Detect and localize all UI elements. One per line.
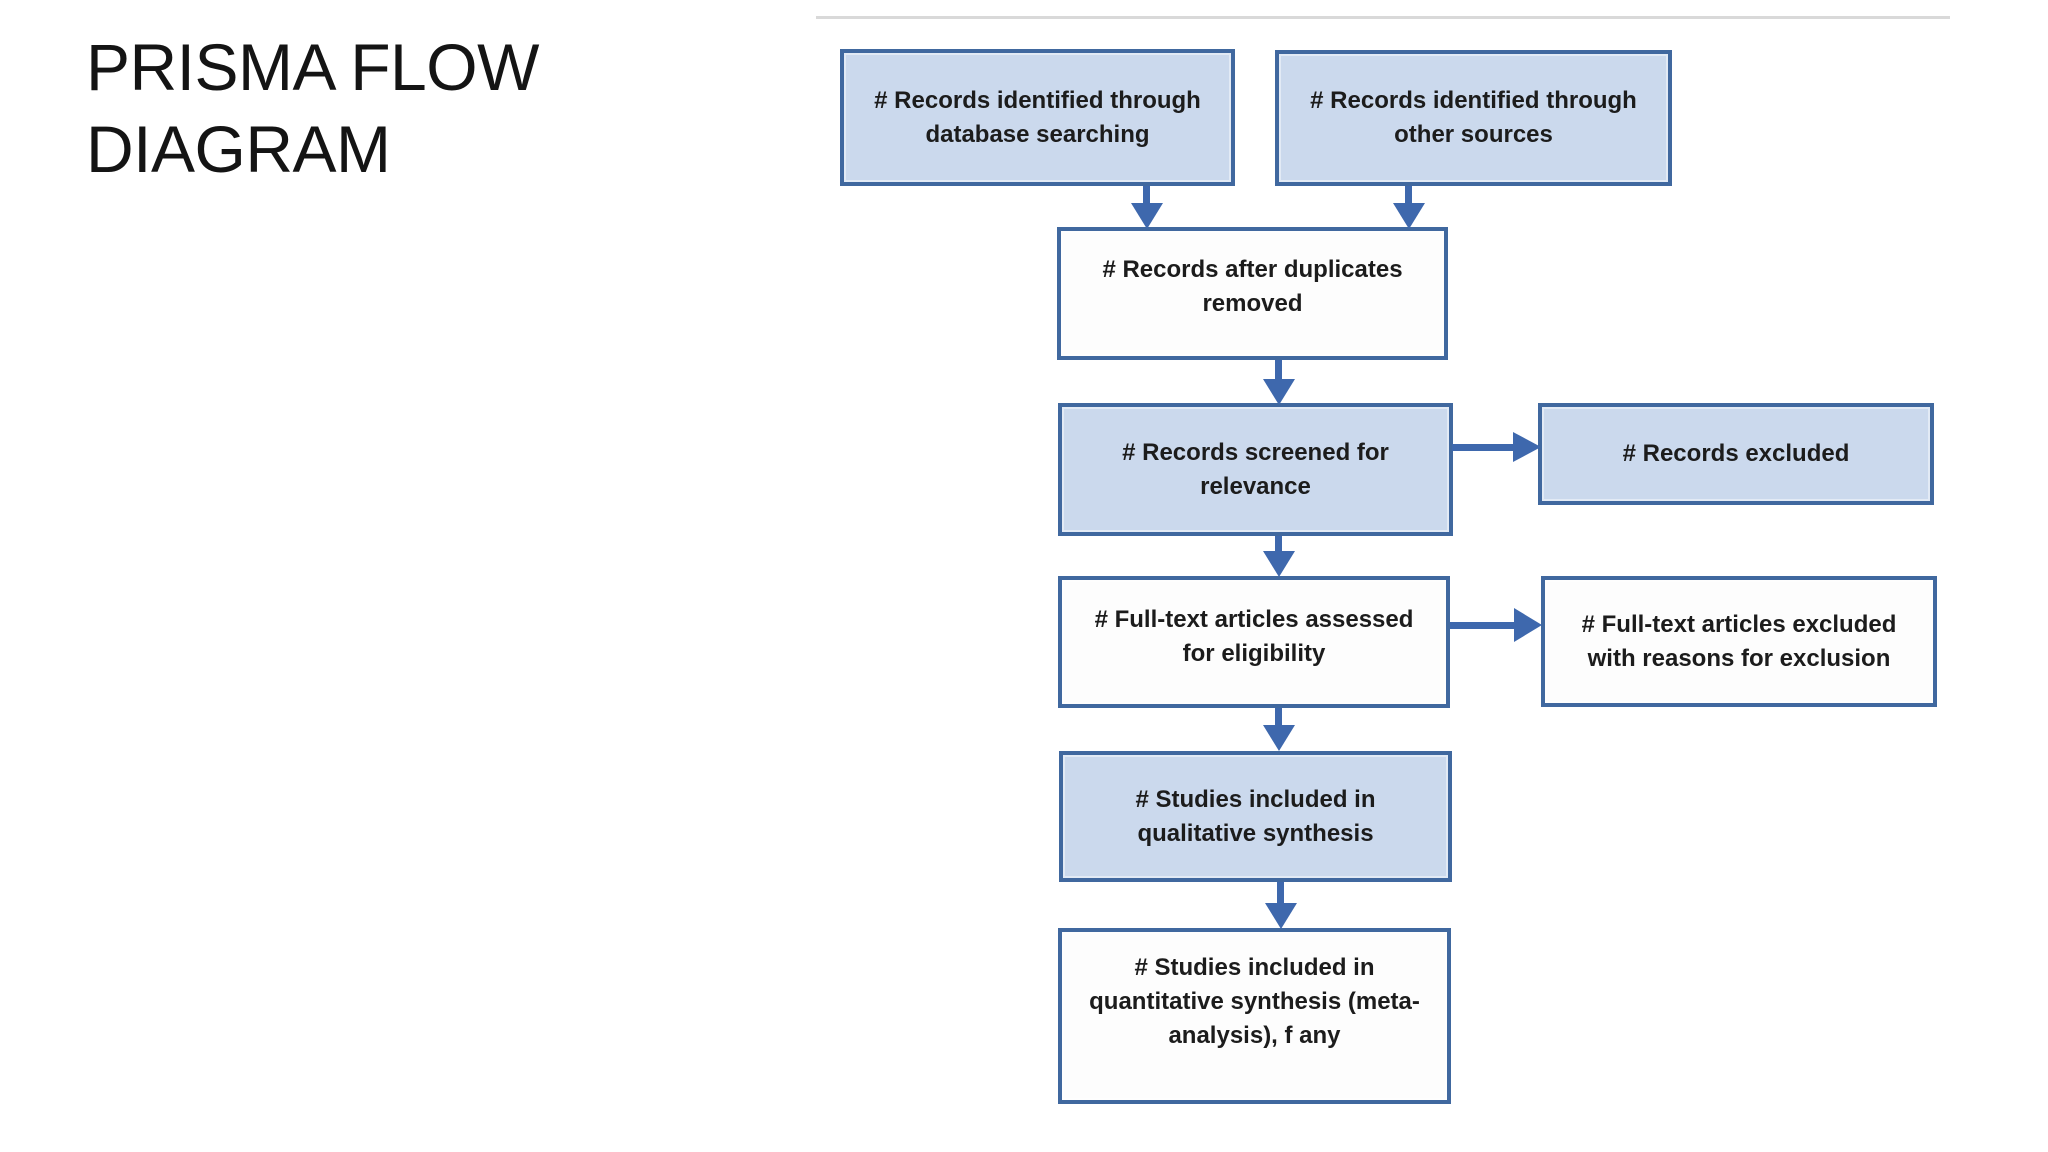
arrow-head-icon (1265, 903, 1297, 929)
node-label-line: analysis), f any (1168, 1022, 1341, 1049)
node-label-line: # Records screened for (1122, 438, 1389, 466)
arrow-head-icon (1514, 608, 1542, 642)
arrow-screened-to-excluded (1452, 432, 1541, 462)
node-label-line: for eligibility (1182, 640, 1326, 667)
arrow-stem (1405, 186, 1412, 203)
arrow-database-to-duplicates (1131, 186, 1163, 229)
flow-node-records-excluded: # Records excluded (1538, 403, 1934, 505)
arrow-fulltext-to-qualitative (1263, 708, 1295, 751)
node-label-line: # Records identified through (874, 86, 1201, 114)
node-label-line: quantitative synthesis (meta- (1089, 988, 1420, 1015)
page-title: PRISMA FLOW DIAGRAM (86, 26, 539, 190)
page-title-line-2: DIAGRAM (86, 112, 391, 186)
node-label-line: with reasons for exclusion (1587, 644, 1891, 672)
arrow-qualitative-to-quantitative (1265, 882, 1297, 929)
node-label-line: database searching (925, 120, 1150, 148)
arrow-screened-to-fulltext (1263, 536, 1295, 577)
arrow-other-sources-to-duplicates (1393, 186, 1425, 229)
node-label-line: relevance (1200, 472, 1311, 500)
flow-node-duplicates-removed: # Records after duplicates removed (1057, 227, 1448, 360)
arrow-stem (1275, 360, 1282, 379)
node-label-line: # Studies included in (1134, 954, 1375, 981)
node-label-line: # Full-text articles excluded (1581, 610, 1897, 638)
flow-node-records-database-searching: # Records identified through database se… (840, 49, 1235, 186)
node-label-line: qualitative synthesis (1137, 819, 1374, 847)
arrow-head-icon (1263, 551, 1295, 577)
node-label-line: # Records excluded (1622, 440, 1850, 467)
flow-node-qualitative-synthesis: # Studies included in qualitative synthe… (1059, 751, 1452, 882)
node-label-line: # Records after duplicates (1102, 255, 1403, 283)
arrow-stem (1275, 536, 1282, 551)
arrow-fulltext-to-fulltext-excluded (1450, 608, 1542, 642)
flow-node-fulltext-excluded: # Full-text articles excluded with reaso… (1541, 576, 1937, 707)
arrow-head-icon (1513, 432, 1541, 462)
arrow-head-icon (1263, 725, 1295, 751)
arrow-stem (1275, 708, 1282, 725)
node-label-line: # Studies included in (1135, 785, 1376, 813)
flow-node-records-other-sources: # Records identified through other sourc… (1275, 50, 1672, 186)
arrow-stem (1452, 444, 1513, 451)
node-label-line: other sources (1394, 121, 1553, 148)
flow-node-quantitative-synthesis: # Studies included in quantitative synth… (1058, 928, 1451, 1104)
page-title-line-1: PRISMA FLOW (86, 30, 539, 104)
arrow-head-icon (1393, 203, 1425, 229)
node-label-line: # Records identified through (1310, 87, 1637, 114)
arrow-head-icon (1263, 379, 1295, 405)
flow-node-records-screened: # Records screened for relevance (1058, 403, 1453, 536)
top-divider (816, 16, 1950, 19)
arrow-duplicates-to-screened (1263, 360, 1295, 405)
arrow-stem (1277, 882, 1284, 903)
arrow-stem (1143, 186, 1150, 203)
flow-node-fulltext-assessed: # Full-text articles assessed for eligib… (1058, 576, 1450, 708)
node-label-line: # Full-text articles assessed (1094, 606, 1414, 633)
arrow-stem (1450, 622, 1514, 629)
arrow-head-icon (1131, 203, 1163, 229)
node-label-line: removed (1202, 289, 1303, 317)
